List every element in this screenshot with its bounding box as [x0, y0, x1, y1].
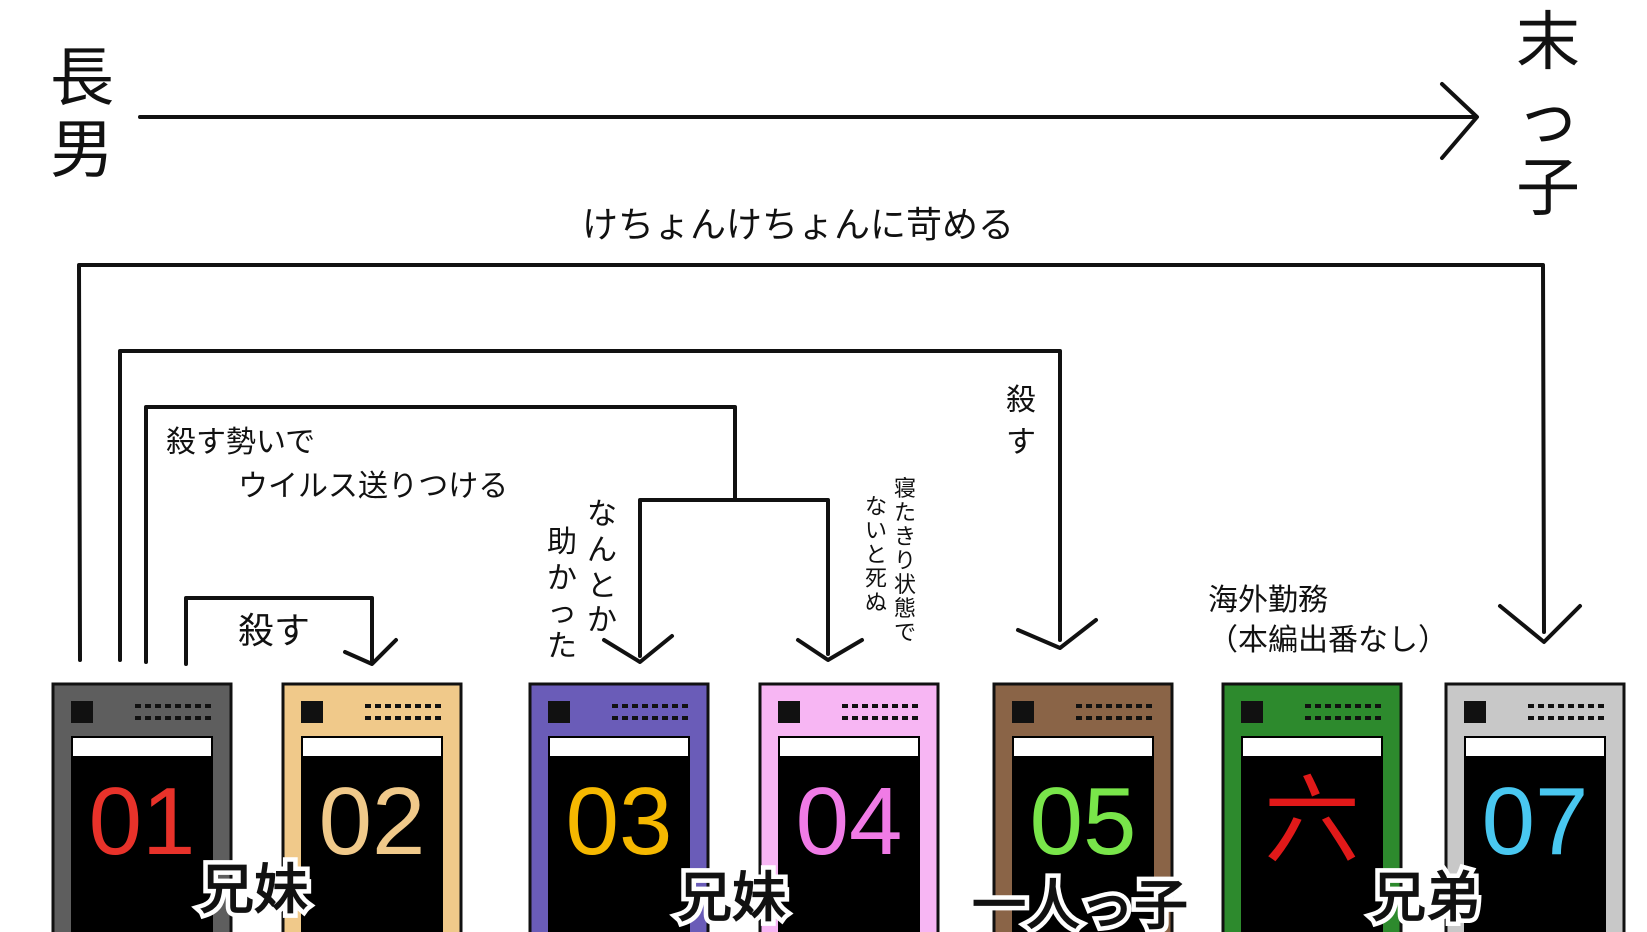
virus-bracket-line: [144, 405, 737, 664]
device-power-led: [1012, 701, 1034, 723]
device-power-led: [1464, 701, 1486, 723]
device-row: 01 02 03 04 05 六 07: [51, 682, 1626, 932]
bedridden-char-11: 死: [865, 567, 887, 592]
device-drive-slot: [1014, 738, 1152, 756]
kill-05-arrowhead: [1016, 618, 1098, 650]
device-drive-slot: [1466, 738, 1604, 756]
device-screen: [71, 736, 213, 932]
survived-char-1: な: [587, 497, 617, 532]
youngest-label-char-2: っ: [1516, 82, 1580, 156]
device-4: 04: [758, 682, 940, 932]
device-number-label: 07: [1482, 768, 1589, 875]
kill-02-bracket-line: [184, 596, 374, 666]
kill-05-bracket-line: [118, 349, 1062, 662]
kill-05-label-char-1: 殺: [1006, 383, 1036, 418]
virus-split-line: [638, 498, 830, 658]
device-3: 03: [528, 682, 710, 932]
bedridden-char-2: た: [894, 501, 916, 526]
device-5: 05: [992, 682, 1174, 932]
bully-bracket-arrowhead: [1498, 604, 1582, 644]
kill-05-label-char-2: す: [1006, 425, 1036, 460]
bedridden-char-6: 態: [894, 597, 916, 622]
bedridden-char-3: き: [894, 525, 916, 550]
bedridden-char-12: ぬ: [865, 591, 887, 616]
device-screen: [1241, 736, 1383, 932]
device-number-label: 04: [796, 768, 903, 875]
group-label-03-04: 兄妹: [678, 866, 786, 929]
group-label-06-07: 兄弟: [1372, 866, 1480, 929]
survived-char-2: ん: [587, 533, 617, 568]
group-label-05: 一人っ子: [972, 874, 1188, 932]
survived-char-8: た: [547, 629, 577, 664]
eldest-label-char-2: 男: [50, 114, 114, 188]
device-drive-slot: [303, 738, 441, 756]
device-screen: [778, 736, 920, 932]
survived-char-6: か: [547, 561, 577, 596]
survived-char-4: か: [587, 603, 617, 638]
device-drive-slot: [780, 738, 918, 756]
kill-02-label: 殺す: [238, 611, 310, 652]
device-1: 01: [51, 682, 233, 932]
device-number-label: 01: [89, 768, 196, 875]
device-number-label: 02: [319, 768, 426, 875]
device-screen: [301, 736, 443, 932]
bedridden-char-9: い: [865, 519, 887, 544]
youngest-label-char-1: 末: [1516, 6, 1580, 80]
device-power-led: [301, 701, 323, 723]
device-screen: [548, 736, 690, 932]
bedridden-char-7: で: [894, 621, 916, 646]
virus-arrowhead-03: [602, 634, 674, 664]
bedridden-char-1: 寝: [894, 477, 916, 502]
device-number-label: 05: [1030, 768, 1137, 875]
survived-char-7: っ: [547, 595, 577, 630]
device-power-led: [71, 701, 93, 723]
device-screen: [1012, 736, 1154, 932]
kill-02-arrowhead: [343, 638, 398, 666]
overseas-label-line-2: （本編出番なし）: [1208, 623, 1448, 658]
eldest-label-char-1: 長: [50, 42, 114, 116]
survived-char-3: と: [587, 569, 617, 604]
device-screen: [1464, 736, 1606, 932]
age-order-arrow-head: [1440, 82, 1479, 160]
bedridden-char-8: な: [865, 495, 887, 520]
bedridden-char-10: と: [865, 543, 887, 568]
device-drive-slot: [73, 738, 211, 756]
virus-label-line-2: ウイルス送りつける: [238, 469, 508, 504]
virus-label-line-1: 殺す勢いで: [166, 425, 315, 460]
device-power-led: [778, 701, 800, 723]
bully-all-label: けちょんけちょんに苛める: [582, 205, 1014, 246]
overseas-label-line-1: 海外勤務: [1208, 583, 1328, 618]
device-7: 07: [1444, 682, 1626, 932]
device-number-label: 六: [1264, 768, 1360, 875]
survived-char-5: 助: [547, 525, 577, 560]
bedridden-char-5: 状: [894, 573, 916, 598]
device-drive-slot: [1243, 738, 1381, 756]
bully-bracket-line: [77, 263, 1546, 662]
device-6: 六: [1221, 682, 1403, 932]
device-number-label: 03: [566, 768, 673, 875]
device-power-led: [1241, 701, 1263, 723]
virus-arrowhead-04: [796, 638, 864, 662]
device-2: 02: [281, 682, 463, 932]
device-power-led: [548, 701, 570, 723]
youngest-label-char-3: 子: [1516, 152, 1580, 226]
device-drive-slot: [550, 738, 688, 756]
group-label-01-02: 兄妹: [200, 858, 308, 921]
bedridden-char-4: り: [894, 549, 916, 574]
